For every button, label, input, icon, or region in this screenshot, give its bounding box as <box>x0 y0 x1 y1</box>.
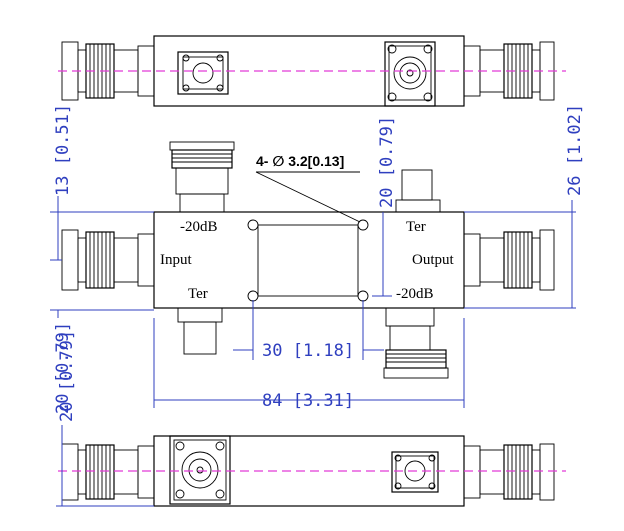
dim-mid-vertical: 20 [0.79] <box>377 116 397 208</box>
bottom-view <box>58 435 566 507</box>
output-connector <box>463 229 555 291</box>
bottom-small-flange <box>391 451 439 493</box>
small-flange <box>177 51 229 95</box>
dimension-lines <box>50 196 576 507</box>
bottom-right-connector <box>463 443 555 501</box>
ter-label-top: Ter <box>406 219 426 235</box>
dim-right-height: 26 [1.02] <box>565 104 585 196</box>
dim-left-lower: 20 [0.79] <box>53 322 73 414</box>
termination-bottom <box>177 307 223 355</box>
mounting-hole <box>357 290 369 302</box>
coupled-port-connector <box>169 141 235 213</box>
output-label: Output <box>412 252 455 268</box>
coupled-label-bottom: -20dB <box>396 286 434 302</box>
coupled-port-connector-bottom <box>383 307 449 379</box>
ter-label-bottom: Ter <box>188 286 208 302</box>
large-flange <box>384 41 436 107</box>
dim-left-upper: 13 [0.51] <box>53 104 73 196</box>
dim-hole-spacing: 30 [1.18] <box>262 341 354 361</box>
mounting-hole <box>247 219 259 231</box>
top-view <box>58 35 566 107</box>
dim-left-bottom-view: 20 [0.79] <box>57 330 77 422</box>
dim-overall-length: 84 [3.31] <box>262 391 354 411</box>
termination-top <box>395 169 441 213</box>
mounting-holes <box>247 219 369 302</box>
hole-callout: 4- ∅ 3.2[0.13] <box>256 153 344 169</box>
input-label: Input <box>160 252 192 268</box>
bottom-left-connector <box>61 443 155 501</box>
bottom-large-flange <box>169 435 231 505</box>
mounting-hole <box>247 290 259 302</box>
front-view: -20dB Input Ter Ter Output -20dB 4- ∅ 3.… <box>61 141 555 379</box>
coupled-label-top: -20dB <box>180 219 218 235</box>
input-connector <box>61 229 155 291</box>
